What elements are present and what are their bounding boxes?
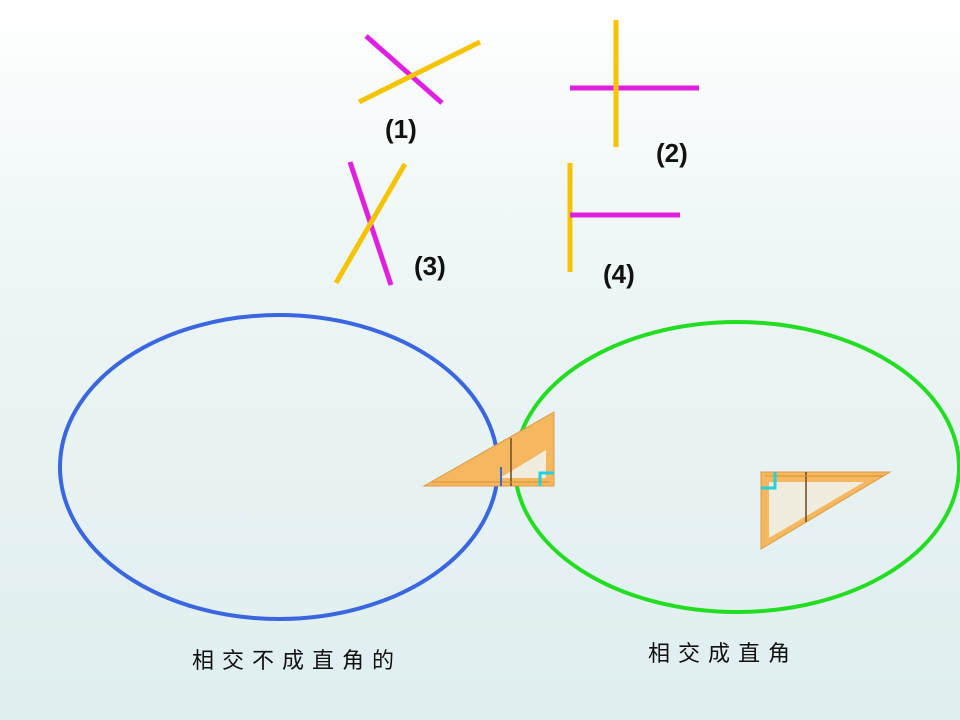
figure-1-label: (1) (385, 114, 417, 144)
figure-1-yellow-line (357, 39, 482, 105)
figure-4-lines (567, 163, 680, 272)
figure-4-label: (4) (603, 259, 635, 289)
left-set-ellipse (58, 313, 500, 621)
figure-3-label: (3) (414, 251, 446, 281)
figure-1-magenta-line (364, 34, 444, 105)
figure-3-yellow-line (333, 162, 408, 285)
right-set-ellipse (513, 320, 960, 614)
figure-3-lines (333, 161, 408, 286)
set-square-icon (760, 471, 892, 550)
set-square-icon (422, 411, 555, 487)
right-set-caption: 相交成直角 (648, 642, 799, 667)
figure-2-lines (570, 20, 699, 147)
figure-2-label: (2) (656, 138, 688, 168)
figure-1-lines (357, 34, 482, 105)
left-set-caption: 相交不成直角的 (192, 649, 403, 674)
